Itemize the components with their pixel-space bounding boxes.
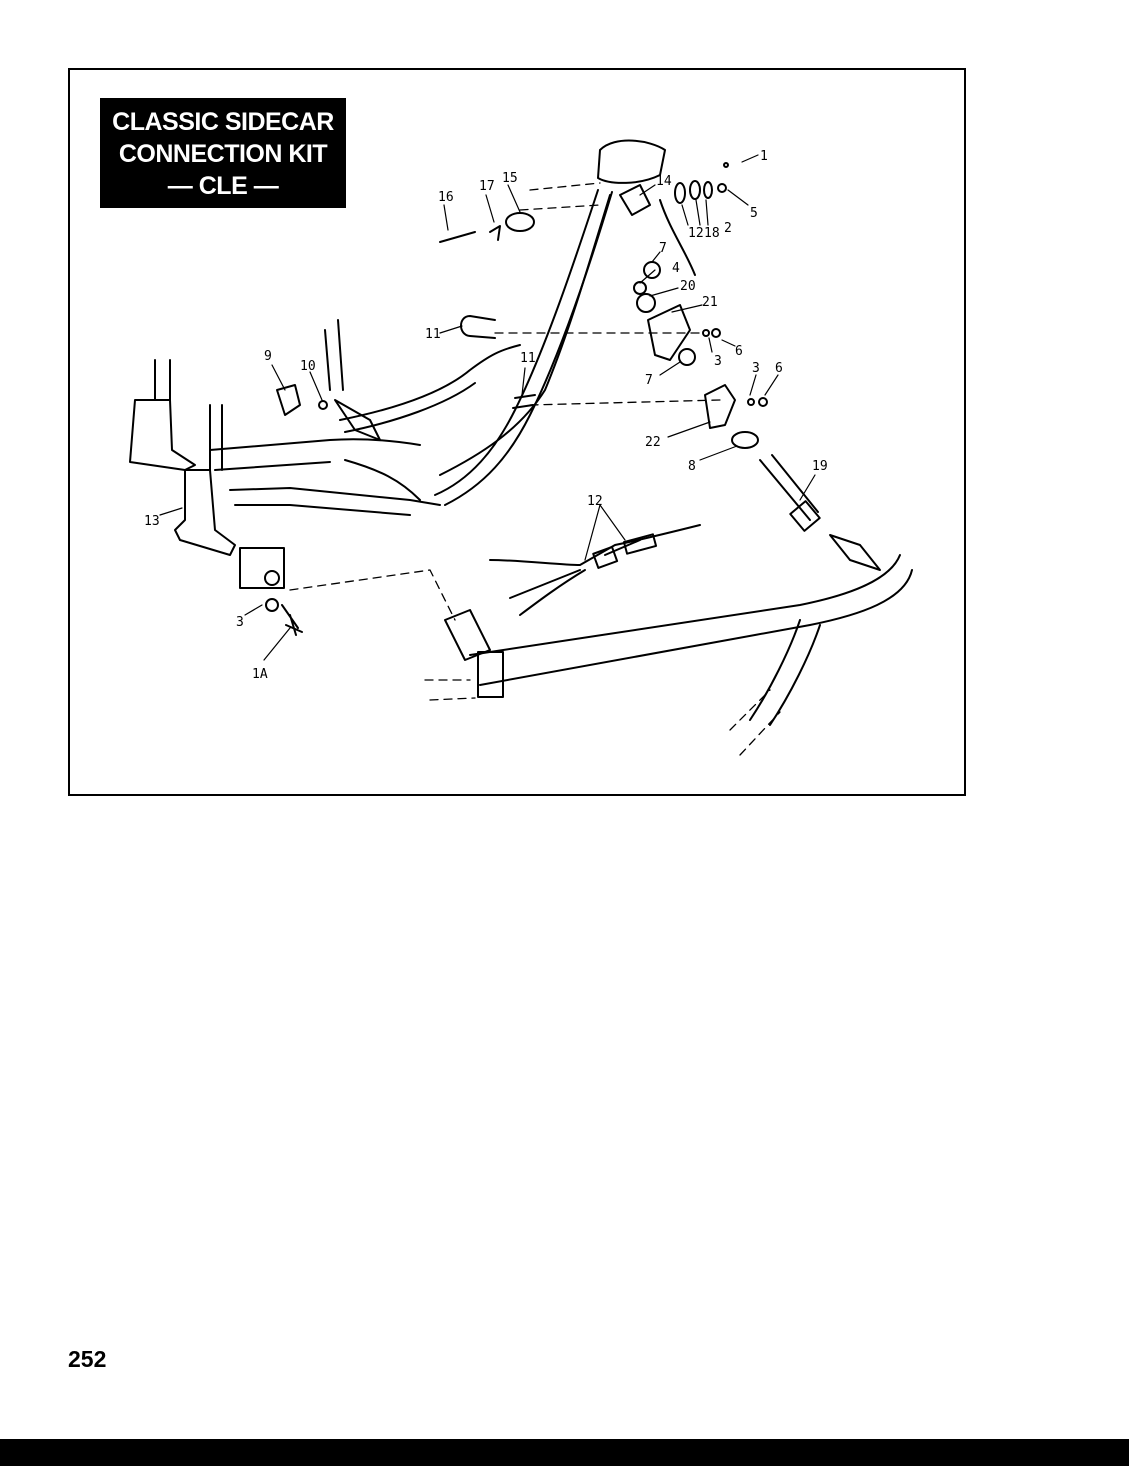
nut-8 bbox=[731, 431, 759, 449]
frame-downtube bbox=[434, 189, 599, 496]
callout-label: 10 bbox=[300, 359, 316, 374]
kit-title-line: — CLE — bbox=[167, 172, 279, 200]
callout-label: 6 bbox=[775, 361, 783, 376]
bolt-1a bbox=[281, 604, 303, 636]
sidecar-tube-top bbox=[469, 554, 901, 656]
callout-label: 18 bbox=[704, 226, 720, 241]
callout-leaders bbox=[159, 154, 816, 661]
callout-label: 3 bbox=[752, 361, 760, 376]
callout-label: 8 bbox=[688, 459, 696, 474]
fitting-left bbox=[444, 609, 491, 661]
callout-label: 12 bbox=[587, 494, 603, 509]
lower-rail-bottom bbox=[214, 461, 331, 471]
callout-label: 11 bbox=[425, 327, 441, 342]
plate-15 bbox=[505, 212, 535, 232]
clip-17 bbox=[489, 225, 501, 241]
callout-label: 3 bbox=[236, 615, 244, 630]
dashed-link-c bbox=[529, 399, 721, 406]
callout-label: 5 bbox=[750, 206, 758, 221]
sidecar-branch bbox=[749, 619, 821, 726]
clamp-9 bbox=[276, 384, 301, 416]
u-bolt-11-b bbox=[512, 394, 536, 409]
callout-label: 3 bbox=[714, 354, 722, 369]
callout-label: 11 bbox=[520, 351, 536, 366]
upper-rail bbox=[439, 194, 611, 476]
lower-rail-top bbox=[209, 438, 421, 451]
kit-title-box: CLASSIC SIDECAR CONNECTION KIT — CLE — bbox=[100, 98, 346, 208]
callout-label: 1A bbox=[252, 667, 268, 682]
callout-label: 4 bbox=[672, 261, 680, 276]
bracket-14 bbox=[619, 184, 651, 216]
callout-label: 7 bbox=[659, 241, 667, 256]
callout-label: 20 bbox=[680, 279, 696, 294]
page-number: 252 bbox=[68, 1346, 107, 1372]
frame-crossmember bbox=[339, 344, 521, 421]
bolt-16 bbox=[439, 231, 476, 243]
callout-label: 2 bbox=[724, 221, 732, 236]
callout-label: 1 bbox=[760, 149, 768, 164]
callout-label: 15 bbox=[502, 171, 518, 186]
vertical-tube-left bbox=[154, 359, 171, 401]
fitting-right bbox=[829, 534, 881, 571]
bracket-21 bbox=[647, 304, 691, 361]
pin-19 bbox=[759, 454, 819, 521]
washer-20 bbox=[636, 293, 656, 313]
callout-label: 14 bbox=[656, 174, 672, 189]
nut-7 bbox=[643, 261, 661, 279]
callout-label: 21 bbox=[702, 295, 718, 310]
callout-label: 9 bbox=[264, 349, 272, 364]
steering-head bbox=[597, 139, 666, 184]
callout-label: 16 bbox=[438, 190, 454, 205]
kit-title-line: CLASSIC SIDECAR bbox=[112, 108, 334, 136]
bottom-scan-bar bbox=[0, 1439, 1129, 1466]
curved-section bbox=[344, 459, 421, 501]
clamp bbox=[477, 651, 504, 698]
wiring-harness bbox=[489, 524, 701, 566]
dashed-link-a bbox=[289, 569, 456, 621]
callout-label: 6 bbox=[735, 344, 743, 359]
washer-3 bbox=[265, 598, 279, 612]
callout-label: 22 bbox=[645, 435, 661, 450]
block-1a bbox=[239, 547, 285, 589]
callout-label: 7 bbox=[645, 373, 653, 388]
u-bolt-11-a bbox=[460, 315, 496, 339]
bracket-13 bbox=[174, 469, 236, 556]
callout-label: 19 bbox=[812, 459, 828, 474]
callout-labels: 1 5 2 18 12 14 15 17 16 7 4 20 21 11 6 3… bbox=[144, 149, 828, 682]
callout-label: 17 bbox=[479, 179, 495, 194]
cable-12-upper bbox=[659, 199, 696, 276]
callout-label: 13 bbox=[144, 514, 160, 529]
sidecar-tube-bottom bbox=[479, 569, 913, 686]
kit-title-line: CONNECTION KIT bbox=[118, 140, 328, 168]
nut-10 bbox=[318, 400, 328, 410]
callout-label: 12 bbox=[688, 226, 704, 241]
